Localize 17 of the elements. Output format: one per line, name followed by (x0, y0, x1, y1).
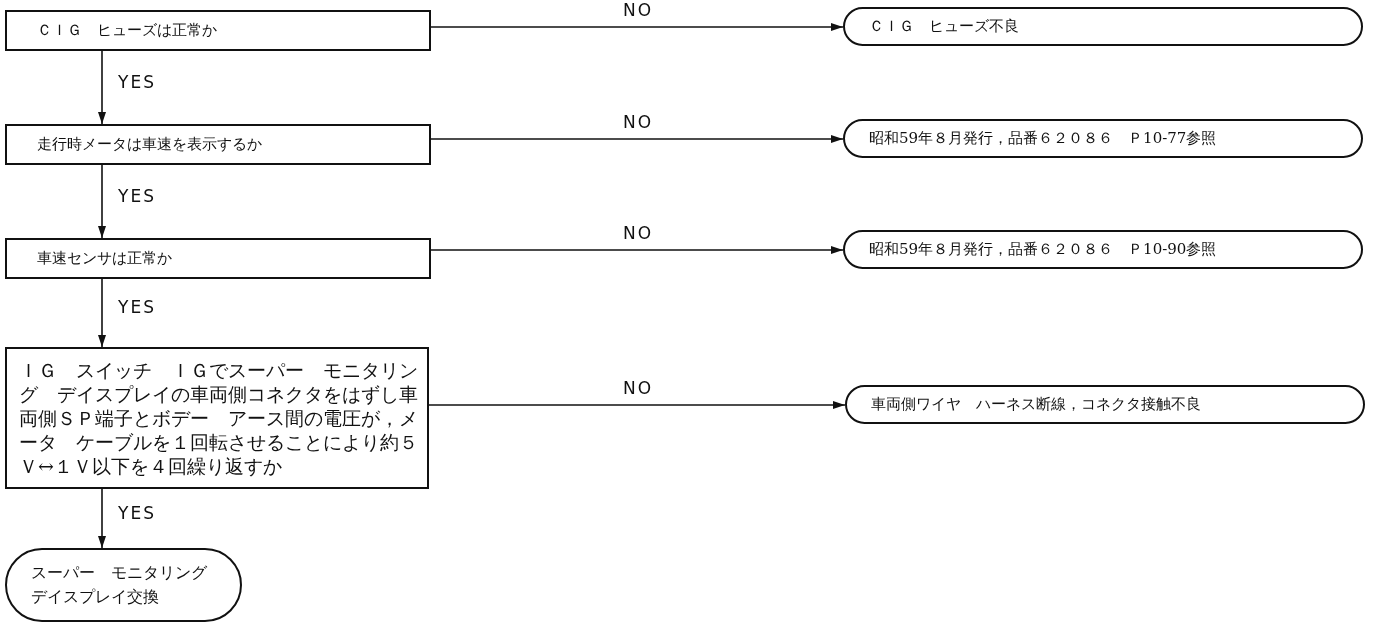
arrow (98, 164, 106, 239)
process-box: 車速センサは正常か (5, 238, 431, 279)
arrow (98, 488, 106, 549)
arrow (430, 135, 844, 143)
terminal-box: スーパー モニタリングデイスプレイ交換 (5, 548, 242, 622)
arrow (430, 246, 844, 254)
process-box: 走行時メータは車速を表示するか (5, 124, 431, 165)
arrow (98, 50, 106, 125)
terminal-box: 車両側ワイヤ ハーネス断線，コネクタ接触不良 (845, 385, 1365, 424)
process-box: ＣＩＧ ヒューズは正常か (5, 10, 431, 51)
arrow (430, 23, 844, 31)
terminal-box: 昭和59年８月発行，品番６２０８６ Ｐ10-90参照 (843, 230, 1363, 269)
terminal-box: ＣＩＧ ヒューズ不良 (843, 7, 1363, 46)
arrow (428, 401, 846, 409)
terminal-box: 昭和59年８月発行，品番６２０８６ Ｐ10-77参照 (843, 119, 1363, 158)
arrow (98, 278, 106, 348)
process-box: ＩＧ スイッチ ＩＧでスーパー モニタリング デイスプレイの車両側コネクタをはずし車両側ＳＰ端子とボデー アース間の電圧が，メータ ケーブルを１回転させることにより約５Ｖ↔１Ｖ以下を４回繰り返すか (5, 347, 429, 489)
